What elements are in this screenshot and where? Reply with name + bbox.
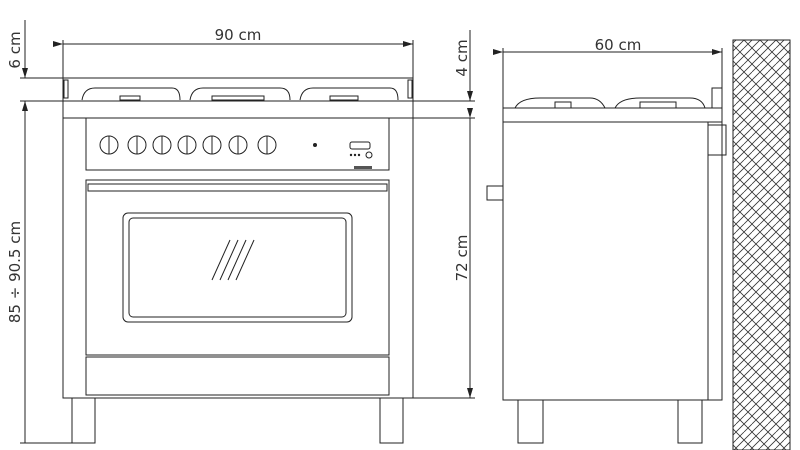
side-foot-back (677, 399, 703, 444)
timer-display (349, 141, 371, 150)
oven-door (85, 179, 390, 356)
indicator-light (313, 143, 317, 147)
burner-icon (119, 95, 141, 101)
oven-window (122, 212, 353, 323)
front-view: 90 cm (6, 20, 475, 444)
burner-icon (329, 95, 359, 101)
foot-right (379, 397, 404, 444)
burner-icon (211, 95, 265, 101)
wall-hatching (732, 39, 791, 450)
side-body (502, 121, 723, 401)
hob-height-label: 6 cm (6, 31, 24, 68)
storage-drawer (85, 356, 390, 396)
total-height-label: 85 ÷ 90.5 cm (6, 221, 24, 323)
gas-connector (707, 124, 727, 156)
worktop-offset-label: 4 cm (453, 39, 471, 76)
side-burner-icon (554, 101, 572, 109)
side-view: 60 cm (486, 36, 791, 450)
backguard (711, 87, 723, 109)
side-foot-front (517, 399, 544, 444)
side-hob (502, 107, 723, 123)
body-height-label: 72 cm (453, 235, 471, 282)
depth-label: 60 cm (595, 36, 642, 54)
timer-button (365, 151, 373, 159)
control-knobs (99, 135, 277, 155)
control-panel (85, 117, 390, 171)
brand-logo (354, 166, 372, 169)
width-label: 90 cm (215, 26, 262, 44)
foot-left (71, 397, 96, 444)
side-burner-icon (639, 101, 677, 109)
glass-reflection-icon (211, 239, 255, 281)
side-pan-support (514, 97, 606, 109)
side-knob (486, 185, 504, 201)
hob-top (62, 77, 414, 102)
door-handle (87, 183, 388, 192)
pan-supports (81, 87, 399, 101)
